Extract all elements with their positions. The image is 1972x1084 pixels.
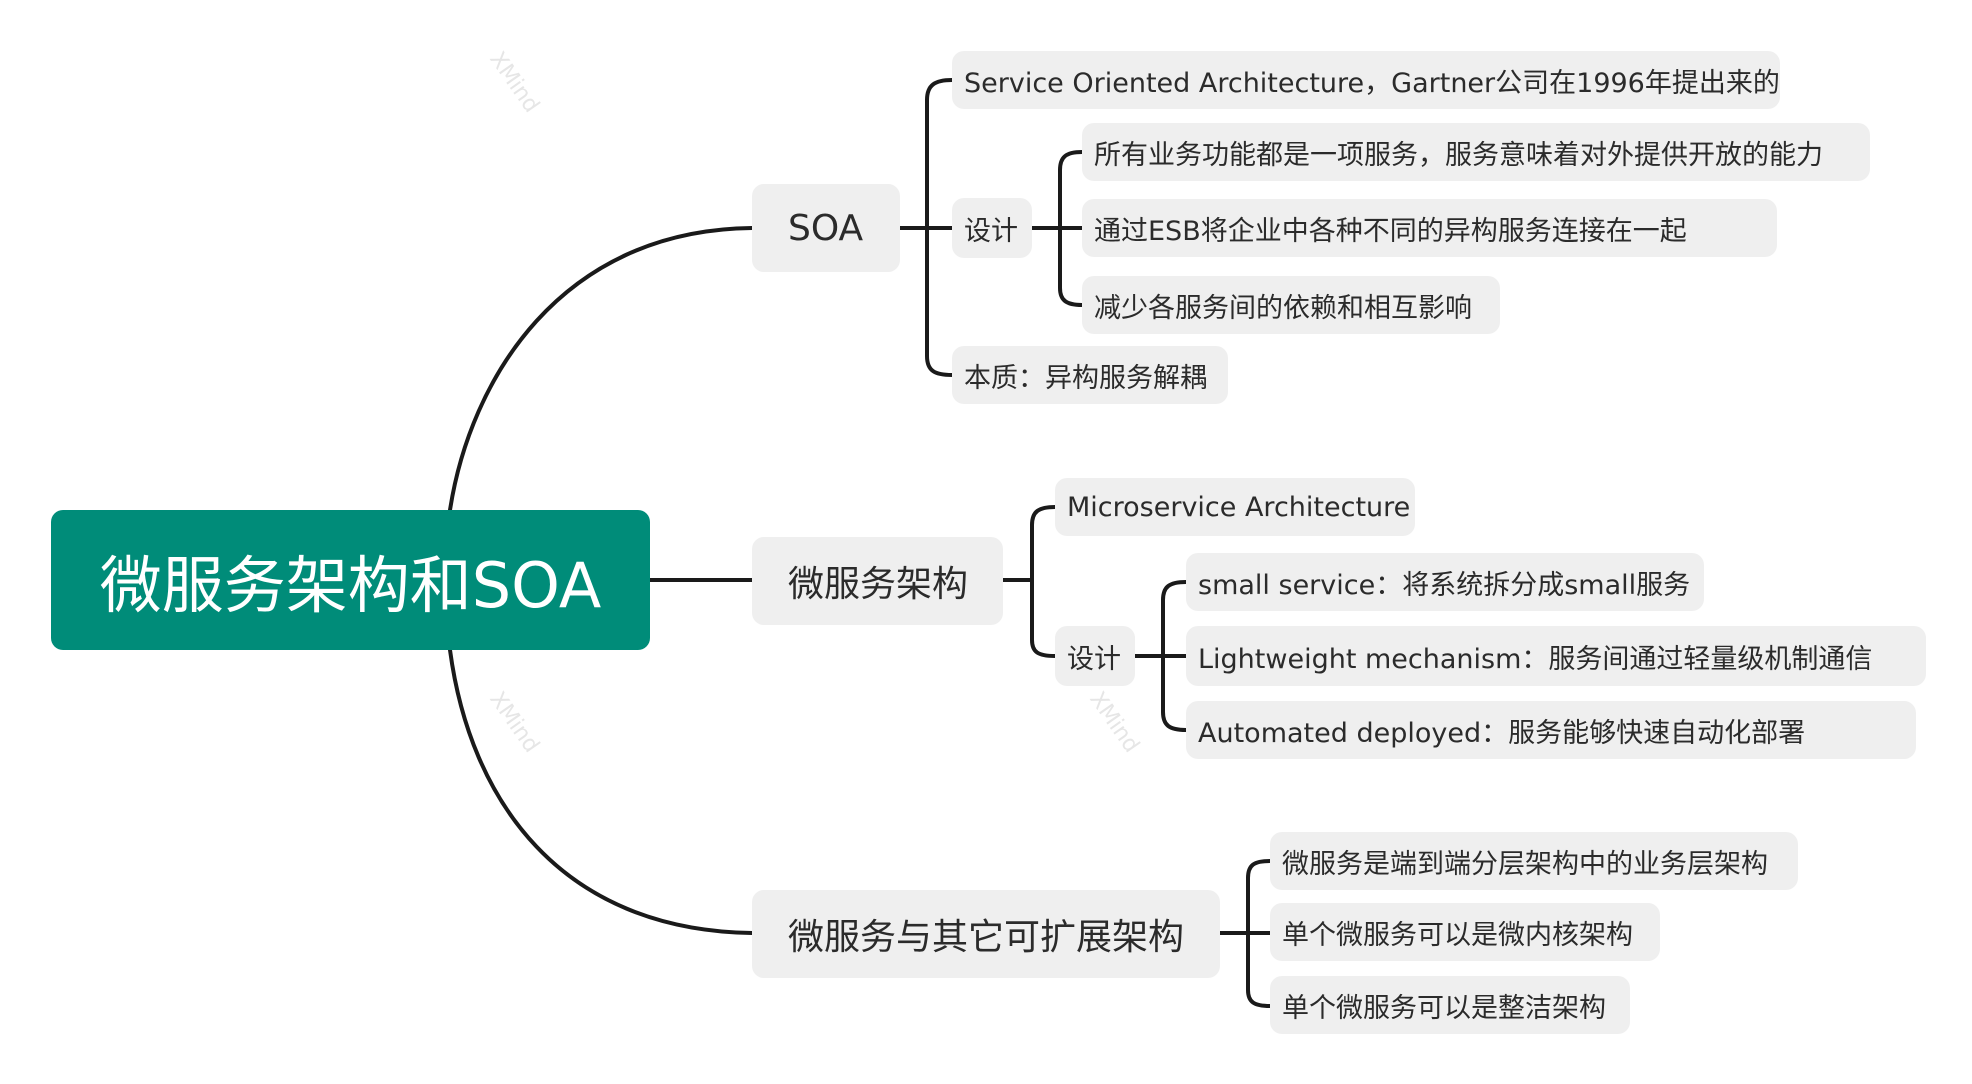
topic-soa-design-service[interactable]: 所有业务功能都是一项服务，服务意味着对外提供开放的能力	[1082, 123, 1870, 181]
topic-microservice-design-small[interactable]: small service：将系统拆分成small服务	[1186, 553, 1704, 611]
topic-soa-design-decouple[interactable]: 减少各服务间的依赖和相互影响	[1082, 276, 1500, 334]
topic-soa-design[interactable]: 设计	[952, 198, 1032, 258]
topic-microservice-definition[interactable]: Microservice Architecture	[1055, 478, 1415, 536]
root-topic[interactable]: 微服务架构和SOA	[51, 510, 650, 650]
topic-soa-design-esb[interactable]: 通过ESB将企业中各种不同的异构服务连接在一起	[1082, 199, 1777, 257]
topic-microservice-vs-others[interactable]: 微服务与其它可扩展架构	[752, 890, 1220, 978]
topic-soa-essence[interactable]: 本质：异构服务解耦	[952, 346, 1228, 404]
topic-microservice-design-lightweight[interactable]: Lightweight mechanism：服务间通过轻量级机制通信	[1186, 626, 1926, 686]
topic-microkernel[interactable]: 单个微服务可以是微内核架构	[1270, 903, 1660, 961]
topic-microservice[interactable]: 微服务架构	[752, 537, 1003, 625]
topic-microservice-design[interactable]: 设计	[1055, 626, 1135, 686]
topic-microservice-design-automated[interactable]: Automated deployed：服务能够快速自动化部署	[1186, 701, 1916, 759]
topic-business-layer[interactable]: 微服务是端到端分层架构中的业务层架构	[1270, 832, 1798, 890]
topic-soa-definition[interactable]: Service Oriented Architecture，Gartner公司在…	[952, 51, 1780, 109]
topic-soa[interactable]: SOA	[752, 184, 900, 272]
topic-clean-architecture[interactable]: 单个微服务可以是整洁架构	[1270, 976, 1630, 1034]
